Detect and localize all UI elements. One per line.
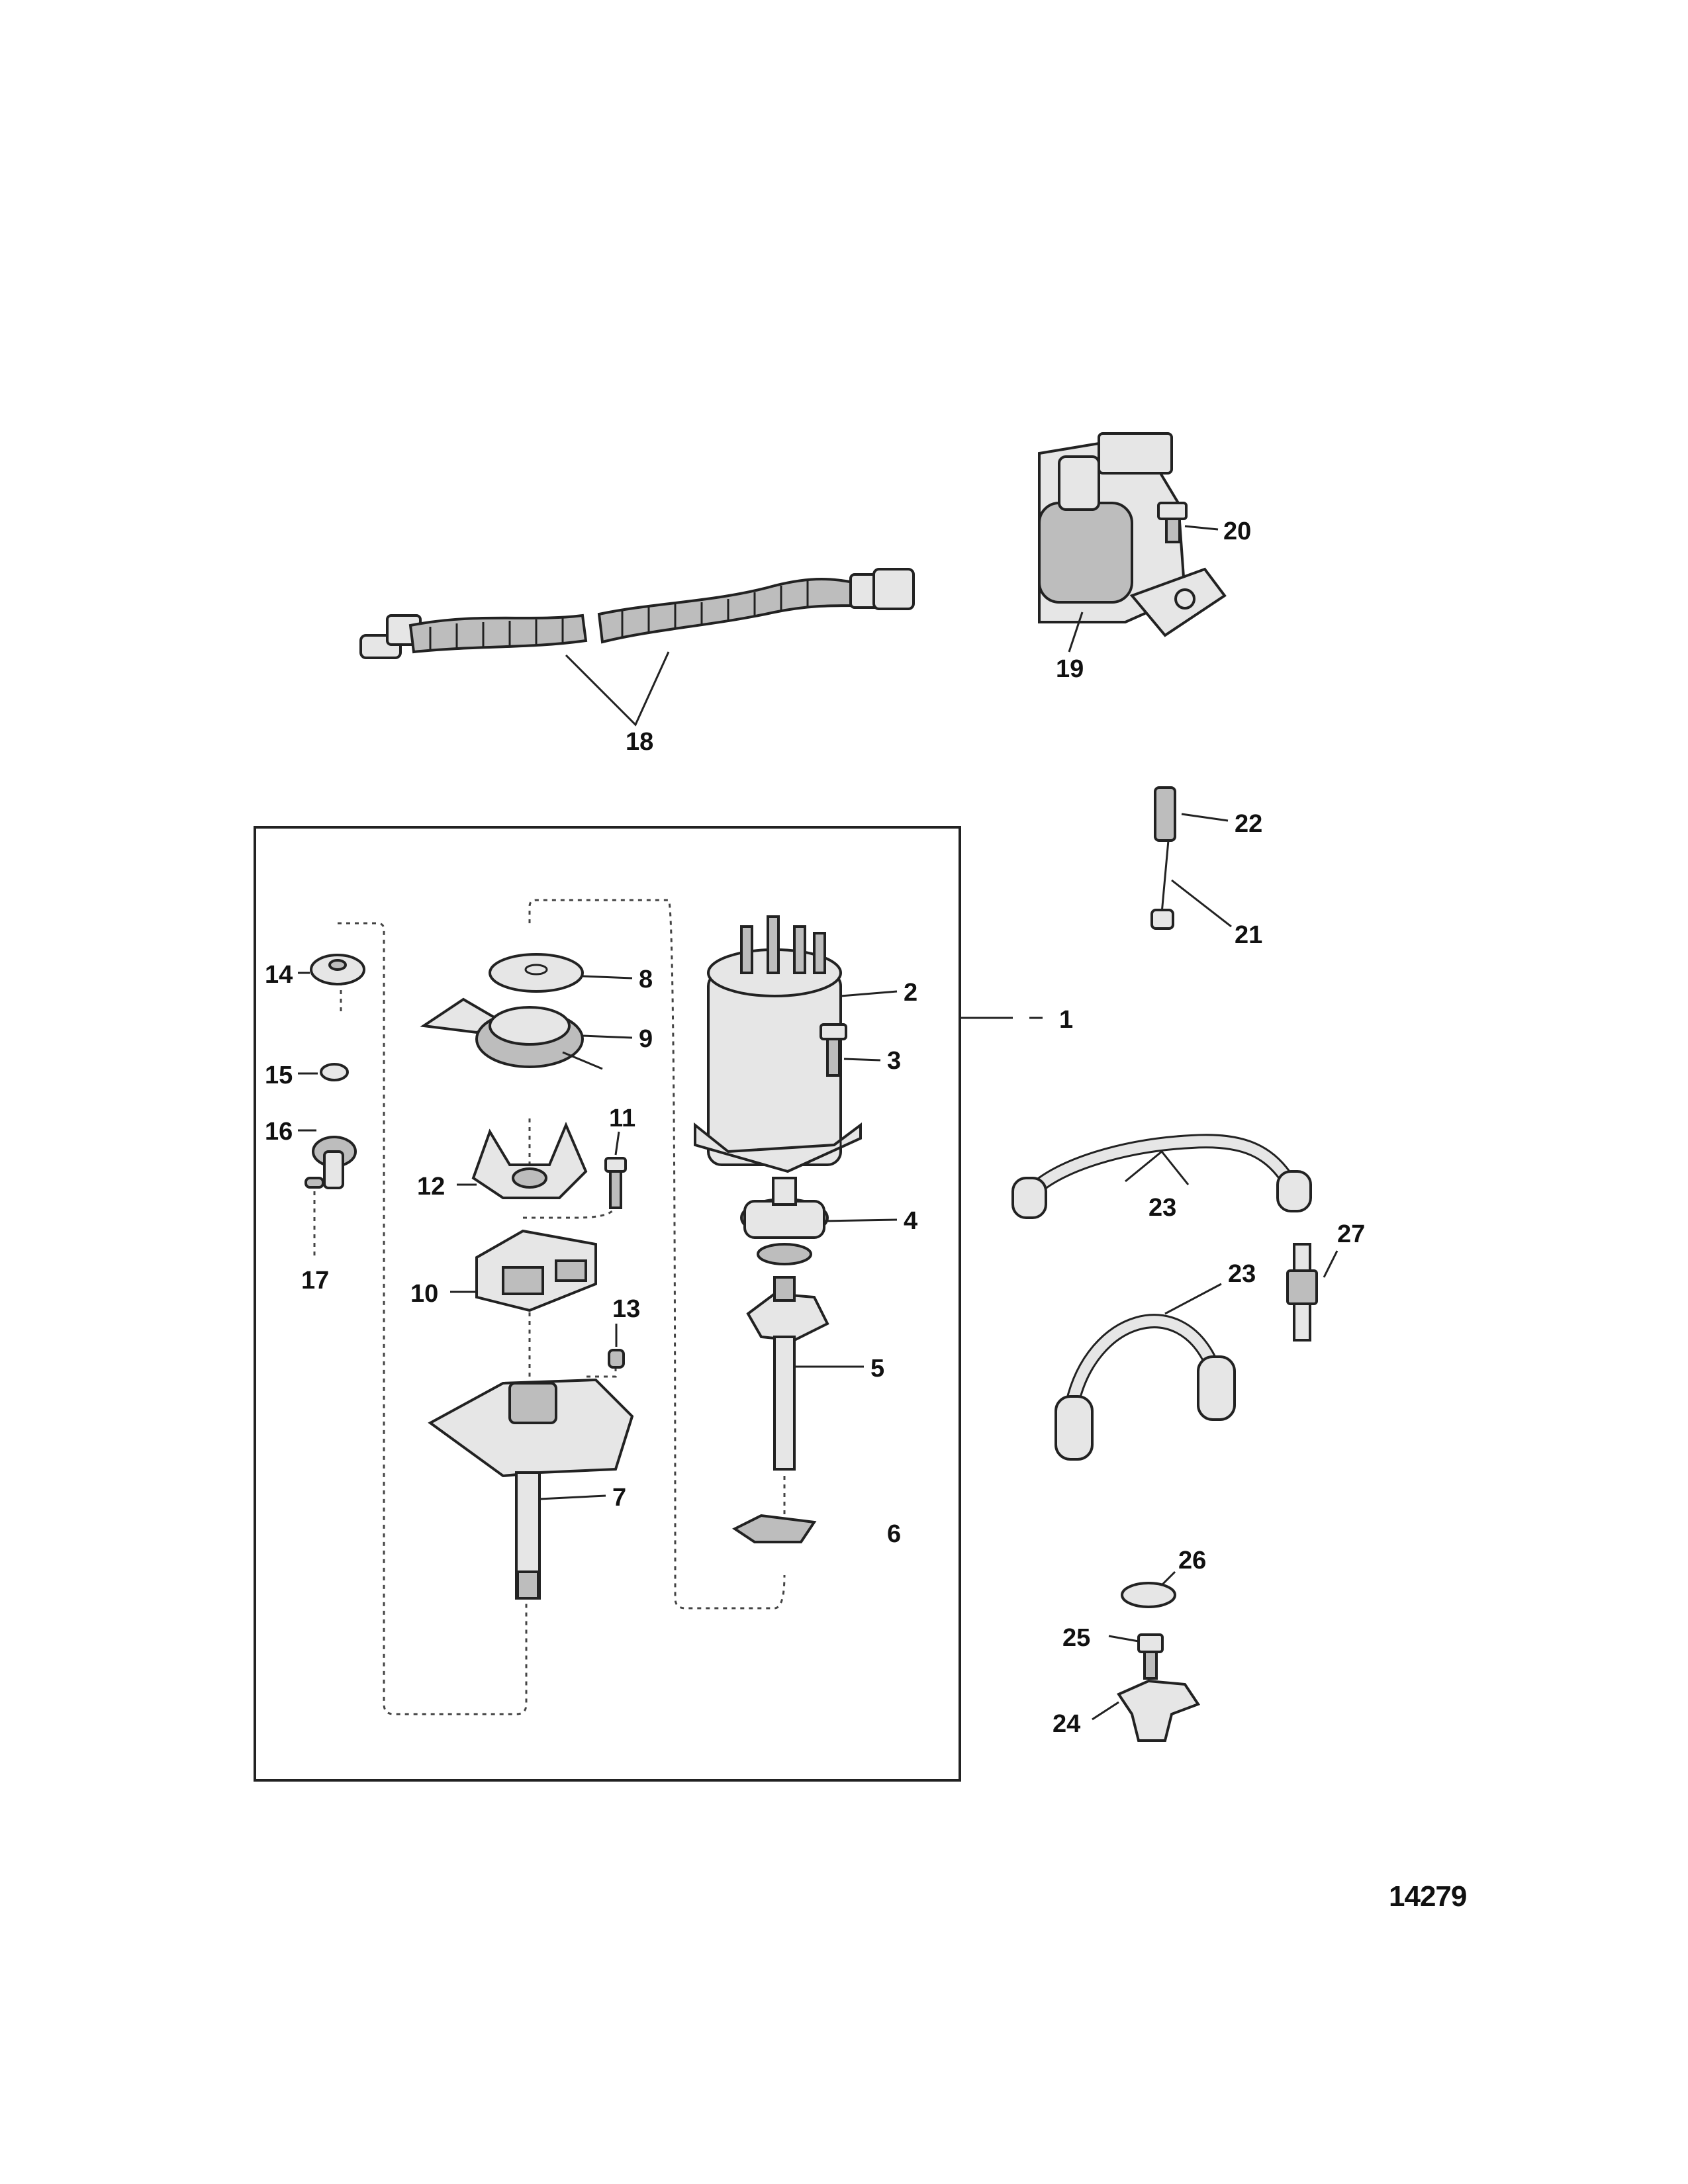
- callout-23b: 23: [1228, 1260, 1256, 1288]
- spark-plug-wire-long: [1011, 1134, 1312, 1219]
- part-16: [312, 1136, 357, 1189]
- callout-11: 11: [609, 1105, 635, 1132]
- callout-3: 3: [887, 1047, 901, 1075]
- spark-plug: [1286, 1243, 1318, 1342]
- callout-9: 9: [639, 1025, 653, 1053]
- part-5: [746, 1276, 829, 1471]
- callout-18: 18: [626, 728, 653, 756]
- screw-25: [1137, 1633, 1164, 1680]
- distributor-group-box: [254, 826, 961, 1782]
- callout-27: 27: [1337, 1220, 1365, 1248]
- callout-6: 6: [887, 1520, 901, 1548]
- part-9: [420, 997, 603, 1070]
- callout-17: 17: [301, 1267, 329, 1295]
- part-6: [732, 1514, 817, 1543]
- screw-3: [820, 1023, 847, 1077]
- callout-19: 19: [1056, 655, 1084, 683]
- part-10: [475, 1229, 597, 1312]
- callout-23a: 23: [1149, 1194, 1176, 1222]
- part-13: [608, 1349, 625, 1369]
- callout-5: 5: [870, 1355, 884, 1383]
- part-15: [320, 1063, 349, 1081]
- callout-13: 13: [612, 1295, 640, 1323]
- callout-21: 21: [1235, 921, 1262, 949]
- callout-15: 15: [265, 1062, 293, 1089]
- part-2-cap: [694, 915, 862, 1173]
- part-17: [305, 1177, 324, 1189]
- callout-25: 25: [1062, 1624, 1090, 1652]
- ground-strap: [1150, 786, 1176, 930]
- ignition-coil: [1038, 432, 1227, 637]
- part-12: [471, 1121, 588, 1199]
- callout-22: 22: [1235, 810, 1262, 838]
- washer-26: [1121, 1582, 1176, 1608]
- callout-labels: 1 2 3 4 5 6 7 8 9 10 11 12 13 14 15 16 1…: [265, 518, 1365, 1738]
- spark-plug-wire-short: [1055, 1314, 1236, 1461]
- part-8: [489, 953, 584, 993]
- callout-8: 8: [639, 966, 653, 993]
- part-4: [740, 1177, 829, 1265]
- callout-4: 4: [904, 1207, 917, 1235]
- callout-16: 16: [265, 1118, 293, 1146]
- callout-12: 12: [417, 1173, 445, 1201]
- screw-20: [1157, 502, 1188, 543]
- callout-1: 1: [1059, 1006, 1073, 1034]
- callout-10: 10: [410, 1280, 438, 1308]
- screw-11: [604, 1157, 627, 1209]
- bracket-24: [1117, 1679, 1201, 1742]
- leader-18: [565, 651, 670, 727]
- callout-14: 14: [265, 961, 293, 989]
- callout-20: 20: [1223, 518, 1251, 545]
- callout-7: 7: [612, 1484, 626, 1512]
- callout-24: 24: [1053, 1710, 1080, 1738]
- part-7: [428, 1378, 634, 1600]
- figure-number: 14279: [1389, 1880, 1466, 1913]
- callout-26: 26: [1178, 1547, 1206, 1574]
- part-14: [310, 954, 365, 985]
- wiring-harness: [359, 568, 915, 659]
- callout-2: 2: [904, 979, 917, 1007]
